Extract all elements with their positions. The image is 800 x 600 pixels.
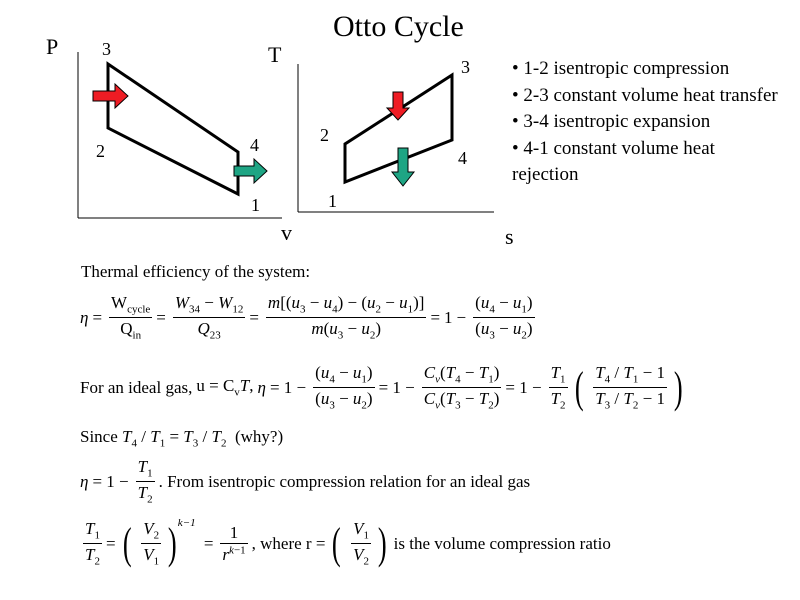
- why-text: (why?): [234, 427, 284, 446]
- w-cycle-over-q-in: Wcycle Qin: [109, 292, 153, 343]
- u-eq-text: u = C: [196, 375, 235, 395]
- pv-heat-in-arrow: [92, 82, 129, 110]
- since-text: Since: [80, 427, 118, 446]
- t1-over-t2: T1 T2: [135, 457, 155, 506]
- since-equation: Since T4 / T1 = T3 / T2 (why?): [80, 427, 284, 450]
- v1-over-v2: V1 V2: [351, 519, 371, 568]
- left-paren: (: [122, 518, 132, 568]
- process-item: 1-2 isentropic compression: [512, 56, 782, 83]
- minus-sign: −: [456, 308, 467, 328]
- u-ratio-fraction: (u4 − u1) (u3 − u2): [313, 363, 375, 412]
- t1-over-t2: T1 T2: [83, 519, 102, 568]
- one-over-r: 1 rk−1: [220, 522, 248, 565]
- one-symbol: 1: [444, 308, 453, 328]
- left-paren: (: [574, 362, 584, 412]
- ts-diagram: [297, 64, 494, 213]
- u-ratio-fraction: (u4 − u1) (u3 − u2): [473, 293, 535, 342]
- q23-symbol: Q: [197, 319, 210, 339]
- v-subscript: v: [234, 386, 240, 399]
- eta-symbol: η: [80, 308, 89, 328]
- v2-over-v1: V2 V1: [141, 519, 162, 568]
- sub-12: 12: [232, 303, 244, 316]
- process-item: 4-1 constant volume heat rejection: [512, 136, 782, 189]
- w12-symbol: W: [218, 293, 233, 312]
- pv-point-1: 1: [251, 195, 260, 215]
- pv-heat-out-arrow: [233, 157, 268, 185]
- exponent-k-minus-1: k−1: [177, 517, 196, 529]
- right-paren: ): [377, 518, 387, 568]
- ratio-description: is the volume compression ratio: [393, 534, 611, 554]
- eta-symbol: η: [257, 378, 266, 398]
- pv-diagram: [77, 52, 282, 219]
- sub-23: 23: [209, 329, 221, 342]
- ts-x-axis-label: s: [505, 224, 514, 249]
- pv-cycle-outline: [106, 61, 240, 197]
- pv-point-4: 4: [250, 135, 259, 155]
- t1-over-t2: T1 T2: [548, 363, 568, 412]
- eta-symbol: η: [80, 472, 89, 492]
- ts-cycle-outline: [343, 72, 454, 185]
- thermal-efficiency-heading: Thermal efficiency of the system:: [81, 262, 311, 281]
- ts-point-1: 1: [328, 191, 337, 211]
- in-subscript: in: [132, 329, 142, 342]
- equals-sign: =: [92, 308, 103, 328]
- temperature-ratio-fraction: T4 / T1 − 1 T3 / T2 − 1: [593, 363, 667, 412]
- ts-point-3: 3: [461, 57, 470, 77]
- left-paren: (: [332, 518, 342, 568]
- ts-y-axis-label: T: [268, 42, 282, 67]
- pv-point-2: 2: [96, 141, 105, 161]
- ts-point-4: 4: [458, 148, 467, 168]
- equals-sign: =: [430, 308, 441, 328]
- isentropic-relation-text: . From isentropic compression relation f…: [158, 472, 531, 492]
- work-over-heat: W34 − W12 Q23: [172, 293, 246, 342]
- right-paren: ): [168, 518, 177, 568]
- sub-34: 34: [189, 303, 201, 316]
- q-symbol: Q: [120, 319, 133, 339]
- right-paren: ): [673, 362, 683, 412]
- pv-point-3: 3: [102, 39, 111, 59]
- pv-x-axis-label: v: [281, 220, 292, 245]
- pv-y-axis-label: P: [46, 34, 59, 59]
- equals-sign: =: [249, 308, 259, 328]
- w-symbol: W: [111, 293, 128, 312]
- ts-heat-out-arrow: [390, 147, 416, 187]
- process-list: 1-2 isentropic compression 2-3 constant …: [512, 56, 782, 189]
- ideal-gas-prefix: For an ideal gas,: [80, 378, 193, 398]
- page-title: Otto Cycle: [333, 10, 464, 43]
- u-cv-t: u = CvT,: [196, 375, 254, 399]
- ts-heat-in-arrow: [385, 91, 411, 121]
- equals-sign: =: [156, 308, 166, 328]
- ideal-gas-equation: For an ideal gas, u = CvT, η = 1 − (u4 −…: [80, 362, 683, 412]
- process-item: 2-3 constant volume heat transfer: [512, 83, 782, 110]
- cycle-subscript: cycle: [127, 303, 151, 316]
- simplified-efficiency: η = 1 − T1 T2 . From isentropic compress…: [80, 457, 531, 506]
- process-item: 3-4 isentropic expansion: [512, 109, 782, 136]
- efficiency-equation: η = Wcycle Qin = W34 − W12 Q23 = m[(u3 −…: [80, 292, 539, 343]
- cv-temperature-fraction: Cv(T4 − T1) Cv(T3 − T2): [421, 363, 502, 412]
- where-r-text: , where r =: [251, 534, 326, 554]
- internal-energy-fraction: m[(u3 − u4) − (u2 − u1)] m(u3 − u2): [265, 293, 427, 342]
- compression-ratio-equation: T1 T2 = ( V2 V1 ) k−1 = 1 rk−1 , where r…: [83, 517, 611, 568]
- ts-point-2: 2: [320, 125, 329, 145]
- w34-symbol: W: [174, 293, 190, 312]
